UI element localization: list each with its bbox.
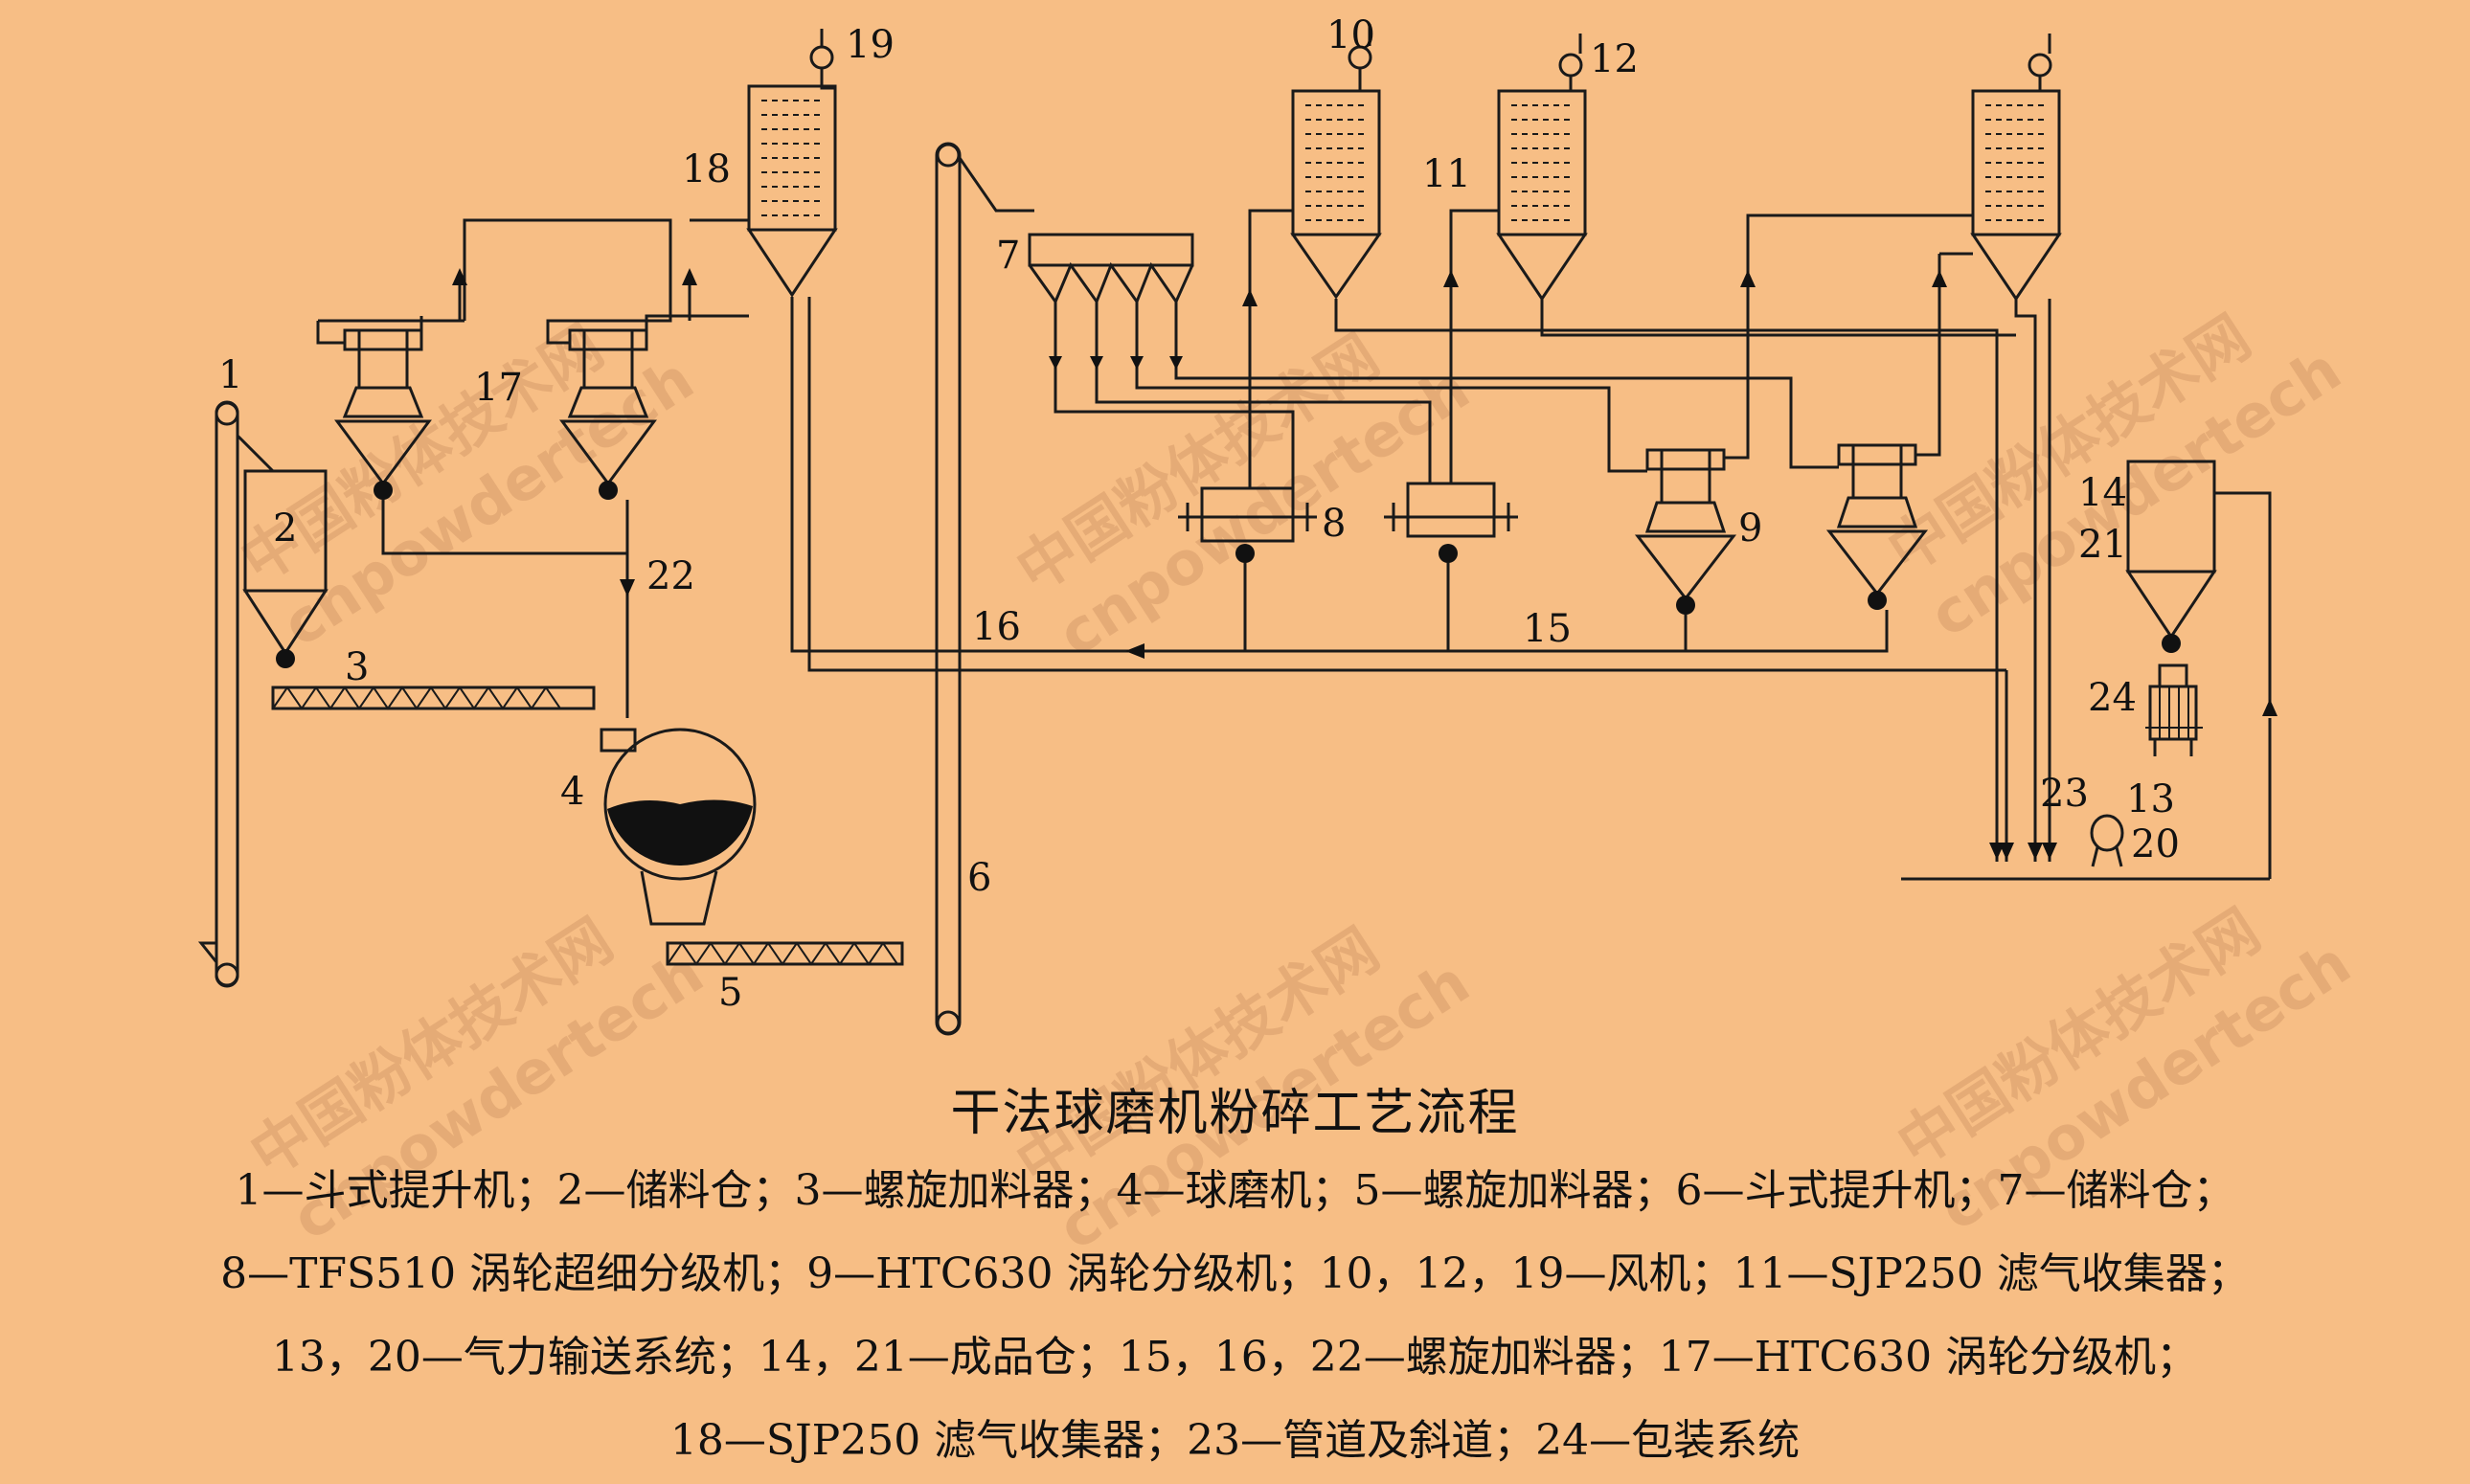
piping <box>316 209 2057 862</box>
turbo-classifier-9 <box>1634 443 1929 615</box>
label-8: 8 <box>1322 502 1346 546</box>
storage-bin-2 <box>236 434 329 668</box>
filter-collector-right <box>1970 34 2062 302</box>
label-23: 23 <box>2040 772 2089 816</box>
legend-line: 13，20—气力输送系统；14，21—成品仓；15，16，22—螺旋加料器；17… <box>271 1333 2199 1382</box>
filter-collector-12 <box>1496 34 1588 302</box>
label-21: 21 <box>2078 523 2127 567</box>
legend-line: 18—SJP250 滤气收集器；23—管道及斜道；24—包装系统 <box>669 1416 1801 1465</box>
label-3: 3 <box>345 645 369 689</box>
label-5: 5 <box>718 971 742 1015</box>
filter-collector-18 <box>746 29 838 298</box>
label-19: 19 <box>846 23 895 67</box>
label-11: 11 <box>1422 152 1471 196</box>
diagram-labels: 1 2 3 4 5 6 7 8 9 10 11 12 13 14 15 16 1… <box>218 13 2180 1015</box>
ultrafine-classifier-8 <box>1178 482 1518 563</box>
label-18: 18 <box>682 147 731 191</box>
diagram-title: 干法球磨机粉碎工艺流程 <box>950 1085 1520 1142</box>
product-bin-14 <box>2125 460 2277 879</box>
screw-feeder-5 <box>666 941 904 966</box>
label-17: 17 <box>474 366 523 410</box>
label-20: 20 <box>2131 822 2180 866</box>
label-7: 7 <box>996 234 1020 278</box>
label-22: 22 <box>646 554 695 598</box>
packing-system-24 <box>2145 663 2203 756</box>
label-14: 14 <box>2078 471 2127 515</box>
legend: 1—斗式提升机；2—储料仓；3—螺旋加料器；4—球磨机；5—螺旋加料器；6—斗式… <box>0 1149 2470 1482</box>
label-4: 4 <box>560 770 584 814</box>
label-6: 6 <box>967 856 991 900</box>
bucket-elevator-1 <box>197 400 239 988</box>
label-9: 9 <box>1738 506 1762 551</box>
filter-collector-10 <box>1290 24 1382 300</box>
turbo-classifier-17 <box>334 328 657 500</box>
label-10: 10 <box>1326 13 1375 57</box>
storage-bin-7 <box>1028 233 1194 370</box>
label-24: 24 <box>2088 676 2137 720</box>
legend-line: 1—斗式提升机；2—储料仓；3—螺旋加料器；4—球磨机；5—螺旋加料器；6—斗式… <box>235 1166 2235 1215</box>
label-2: 2 <box>273 506 297 551</box>
label-16: 16 <box>972 605 1021 649</box>
ball-mill-4 <box>600 728 757 926</box>
bucket-elevator-6 <box>935 142 1034 1036</box>
screw-feeder-3 <box>271 686 596 710</box>
label-15: 15 <box>1523 607 1572 651</box>
legend-line: 8—TFS510 涡轮超细分级机；9—HTC630 涡轮分级机；10，12，19… <box>220 1249 2250 1298</box>
label-12: 12 <box>1590 37 1639 81</box>
pneumatic-conveyor-13 <box>1901 814 2270 881</box>
label-1: 1 <box>218 353 242 397</box>
label-13: 13 <box>2126 777 2175 821</box>
